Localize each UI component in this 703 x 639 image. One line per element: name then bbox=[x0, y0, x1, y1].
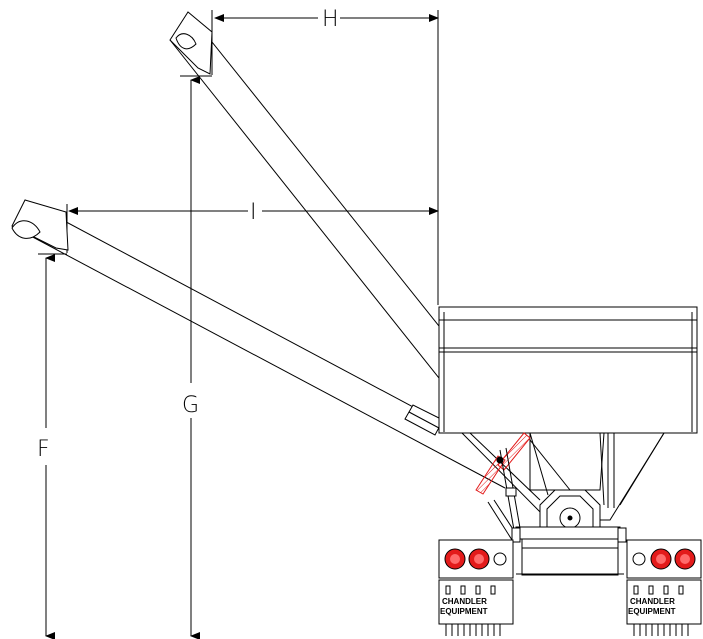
linkage bbox=[487, 447, 522, 541]
left-tire-treads bbox=[445, 624, 501, 636]
dimension-h: H bbox=[211, 7, 439, 305]
chassis bbox=[511, 526, 627, 576]
h-dimension-label: H bbox=[322, 7, 339, 32]
f-dimension-label: F bbox=[37, 437, 50, 462]
g-dimension-label: G bbox=[182, 393, 199, 418]
hopper bbox=[438, 306, 698, 521]
right-tire-treads bbox=[633, 624, 689, 636]
i-dimension-label: I bbox=[250, 200, 257, 225]
red-marker-group bbox=[475, 432, 531, 495]
right-rear-assembly: CHANDLER EQUIPMENT bbox=[626, 539, 702, 636]
dimension-g: G bbox=[180, 75, 212, 639]
right-mudflap-brand-line1: CHANDLER bbox=[630, 597, 675, 606]
auger-lower-spout bbox=[11, 199, 69, 251]
red-marker-upper bbox=[497, 432, 531, 471]
auger-lower bbox=[11, 199, 521, 489]
left-mudflap-brand-line1: CHANDLER bbox=[442, 597, 487, 606]
left-mudflap-brand-line2: EQUIPMENT bbox=[440, 607, 488, 616]
red-marker-lower bbox=[475, 455, 506, 495]
left-rear-assembly: CHANDLER EQUIPMENT bbox=[438, 539, 514, 636]
hopper-top-box bbox=[438, 306, 698, 434]
dimension-i: I bbox=[66, 200, 439, 253]
dimension-f: F bbox=[37, 253, 67, 639]
right-mudflap-brand-line2: EQUIPMENT bbox=[628, 607, 676, 616]
chassis-frame bbox=[515, 526, 621, 540]
